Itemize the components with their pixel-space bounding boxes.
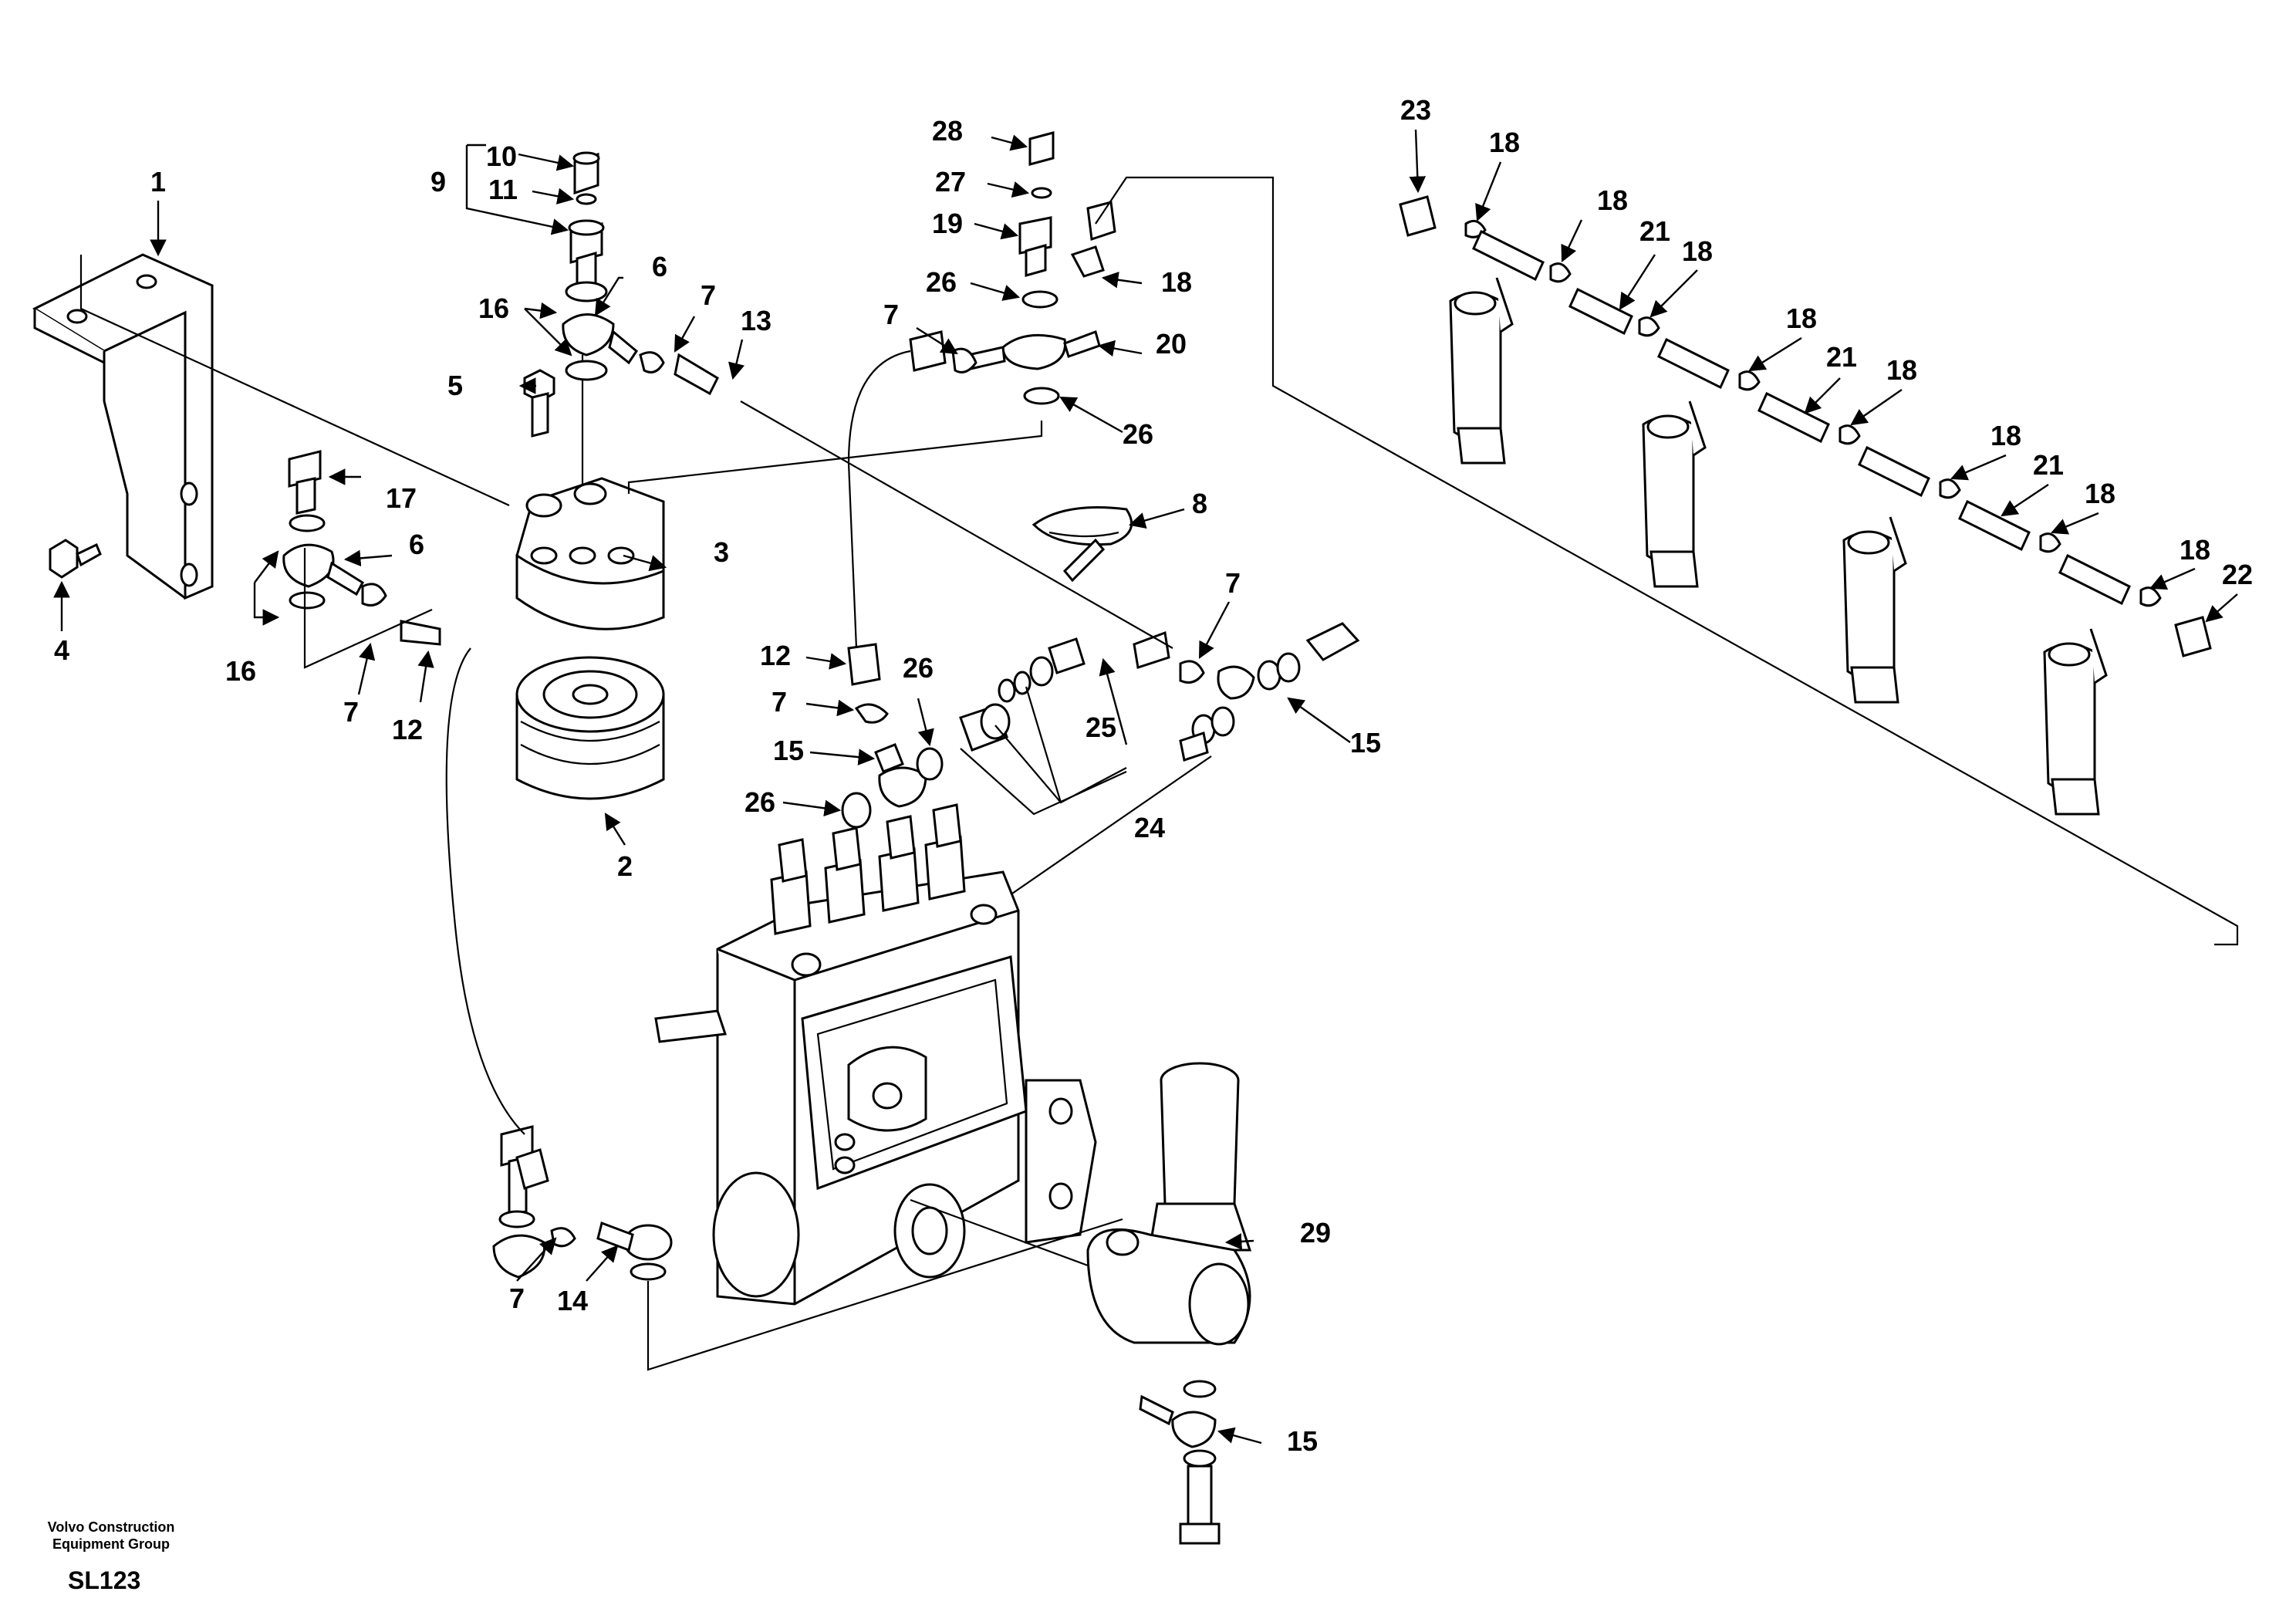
callout-24: 24 [1134, 812, 1165, 843]
banjo-bolt-stack [562, 151, 719, 396]
bolt-part-4 [49, 539, 102, 579]
injector-bank [1399, 195, 2212, 816]
callout-18b: 18 [1161, 266, 1192, 298]
callout-17: 17 [386, 482, 417, 514]
callout-27: 27 [935, 166, 966, 198]
banjo-left-group [282, 450, 441, 669]
callout-20: 20 [1156, 328, 1187, 360]
callout-11: 11 [488, 174, 518, 205]
callout-7c: 7 [343, 696, 359, 728]
credit-line-2: Equipment Group [52, 1536, 170, 1552]
callout-7a: 7 [701, 279, 716, 311]
callout-26d: 26 [745, 786, 775, 818]
callout-26b: 26 [1123, 418, 1153, 450]
callout-3: 3 [714, 536, 729, 568]
publisher-credit: Volvo Construction Equipment Group [26, 1519, 196, 1553]
callout-18d: 18 [1682, 235, 1713, 267]
callout-12a: 12 [392, 714, 423, 745]
callout-21a: 21 [1639, 215, 1670, 247]
tee-fitting-group [627, 131, 2239, 946]
feed-pump-part [910, 1062, 1252, 1346]
callout-18e: 18 [1786, 302, 1817, 334]
callout-28: 28 [932, 115, 963, 147]
callout-19: 19 [932, 208, 963, 239]
callout-12b: 12 [760, 640, 791, 671]
callout-18g: 18 [1990, 420, 2021, 451]
callout-25: 25 [1086, 711, 1116, 743]
callout-22: 22 [2222, 559, 2253, 590]
callout-1: 1 [150, 166, 166, 198]
callout-7e: 7 [1225, 567, 1241, 599]
callout-16b: 16 [225, 655, 256, 687]
callout-10: 10 [486, 140, 517, 172]
callout-13: 13 [741, 305, 772, 336]
callout-29: 29 [1300, 1217, 1331, 1249]
callout-7b: 7 [883, 299, 899, 330]
callout-7f: 7 [509, 1282, 525, 1314]
leader-lines [53, 129, 2238, 1445]
callout-14: 14 [557, 1285, 588, 1316]
callout-16a: 16 [478, 292, 509, 324]
callout-15b: 15 [1350, 727, 1381, 759]
injection-pump-part [654, 803, 1097, 1306]
callout-5: 5 [447, 370, 463, 401]
callout-labels: 1 2 3 4 5 6 6 7 7 7 7 7 7 8 9 10 11 12 1… [54, 94, 2253, 1457]
delivery-valve-group [740, 400, 1360, 911]
callout-18c: 18 [1597, 184, 1628, 216]
bracket-part [32, 253, 510, 600]
hose-clamp-part [1032, 506, 1133, 583]
bolt-part-5 [523, 369, 555, 438]
filter-cartridge-part [515, 656, 665, 800]
callout-21c: 21 [2033, 449, 2064, 481]
callout-18f: 18 [1886, 354, 1917, 386]
callout-9: 9 [430, 166, 446, 198]
callout-6a: 6 [652, 251, 667, 282]
callout-18i: 18 [2180, 534, 2210, 566]
callout-26a: 26 [926, 266, 957, 298]
callout-15c: 15 [1287, 1425, 1318, 1457]
banjo-bottom-group [1139, 1380, 1221, 1545]
callout-23: 23 [1400, 94, 1431, 126]
callout-15a: 15 [773, 735, 804, 766]
callout-2: 2 [617, 850, 633, 882]
callout-4: 4 [54, 634, 69, 666]
credit-line-1: Volvo Construction [47, 1519, 175, 1535]
callout-8: 8 [1192, 488, 1207, 519]
callout-21b: 21 [1826, 341, 1857, 373]
callout-6b: 6 [409, 529, 424, 560]
callout-26c: 26 [903, 652, 934, 684]
sheet-code: SL123 [68, 1566, 141, 1594]
callout-7d: 7 [772, 686, 787, 718]
banjo-lower-left-group [445, 647, 1123, 1371]
callout-18a: 18 [1489, 127, 1520, 158]
callout-18h: 18 [2085, 478, 2115, 509]
